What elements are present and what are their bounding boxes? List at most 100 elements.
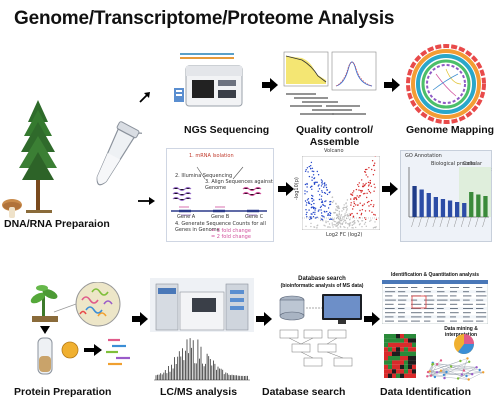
volcano-point: [328, 223, 331, 225]
network-node: [439, 359, 443, 362]
go-bar: [462, 203, 467, 217]
heatmap-cell: [392, 356, 396, 361]
heatmap-cell: [396, 364, 400, 370]
table-cell: [476, 312, 487, 314]
volcano-point: [371, 168, 373, 171]
table-cell: [463, 312, 471, 314]
volcano-point: [307, 198, 310, 200]
volcano-point: [321, 180, 323, 182]
volcano-point: [306, 186, 308, 188]
volcano-point: [366, 196, 368, 199]
heatmap-cell: [384, 356, 388, 361]
network-edge: [427, 372, 484, 377]
volcano-point: [319, 194, 321, 196]
volcano-point: [331, 222, 333, 224]
heatmap-cell: [408, 342, 412, 348]
go-bar-tick-label: [461, 216, 465, 228]
table-cell: [476, 291, 486, 293]
volcano-point: [337, 223, 339, 226]
db-panel-subtitle: (bioinformatic analysis of MS data): [280, 283, 364, 289]
table-cell: [385, 320, 394, 322]
volcano-point: [370, 185, 372, 187]
table-cell: [437, 287, 444, 288]
table-cell: [424, 299, 435, 301]
volcano-point: [364, 192, 366, 195]
table-cell: [450, 312, 459, 314]
heatmap-cell: [392, 347, 396, 352]
heatmap-cell: [388, 364, 392, 370]
network-node: [459, 359, 462, 363]
network-node: [442, 373, 446, 377]
heatmap-cell: [396, 334, 400, 339]
volcano-point: [329, 191, 331, 193]
table-cell: [437, 312, 445, 314]
rnaseq-step3: 3. Align Sequences against Genome: [205, 179, 273, 191]
volcano-point: [337, 222, 339, 224]
volcano-point: [321, 215, 323, 217]
volcano-point: [361, 204, 364, 207]
table-cell: [411, 291, 422, 293]
heatmap-cell: [412, 373, 416, 378]
heatmap-cell: [400, 360, 404, 365]
volcano-point: [337, 206, 339, 208]
volcano-point: [336, 213, 338, 215]
volcano-point: [338, 210, 341, 213]
heatmap-cell: [408, 338, 412, 343]
heatmap-cell: [408, 373, 412, 378]
volcano-point: [304, 183, 307, 186]
table-row: [383, 315, 487, 319]
volcano-point: [360, 191, 362, 193]
volcano-point: [321, 181, 323, 184]
heatmap-cell: [396, 351, 400, 356]
volcano-point: [323, 192, 326, 194]
volcano-point: [368, 200, 370, 203]
volcano-point: [354, 222, 356, 224]
heatmap-cell: [392, 351, 396, 356]
heatmap-cell: [388, 351, 392, 356]
network-node: [426, 375, 429, 378]
volcano-point: [311, 170, 313, 172]
network-edge: [429, 364, 433, 372]
dna-rna-prep-label: DNA/RNA Preparaion: [4, 218, 110, 230]
volcano-point: [366, 201, 369, 204]
volcano-point: [336, 209, 339, 212]
heatmap-cell: [404, 338, 408, 343]
tube-icon: [96, 121, 142, 186]
volcano-point: [320, 218, 323, 220]
data-id-top-title: Identification & Quantitation analysis: [390, 272, 480, 278]
volcano-point: [332, 226, 334, 228]
volcano-point: [352, 215, 355, 217]
heatmap-cell: [412, 347, 416, 352]
volcano-point: [321, 183, 323, 185]
heatmap-cell: [408, 360, 412, 365]
heatmap-cell: [404, 364, 408, 370]
table-cell: [437, 316, 446, 318]
genome-mapping-label: Genome Mapping: [406, 124, 495, 136]
volcano-point: [345, 222, 347, 224]
heatmap-cell: [412, 369, 416, 374]
volcano-point: [304, 200, 307, 202]
page-title: Genome/Transcriptome/Proteome Analysis: [14, 8, 395, 29]
network-edge: [430, 375, 469, 380]
protein-preparation-illustration: [30, 282, 130, 375]
volcano-point: [364, 210, 367, 212]
volcano-point: [346, 209, 348, 211]
volcano-point: [313, 226, 315, 228]
table-cell: [450, 316, 456, 318]
volcano-point: [319, 206, 322, 209]
network-edge: [429, 371, 447, 373]
table-row: [383, 311, 487, 315]
volcano-point: [331, 218, 333, 220]
volcano-point: [364, 217, 366, 219]
heatmap-cell: [392, 334, 396, 339]
volcano-point: [333, 219, 335, 221]
table-cell: [385, 303, 394, 305]
go-bar: [419, 189, 424, 217]
table-cell: [398, 316, 405, 318]
table-cell: [398, 287, 408, 288]
volcano-point: [329, 218, 331, 221]
arrow-right-icon: [384, 78, 400, 92]
rnaseq-step4: 4. Generate Sequence Counts for all Gene…: [175, 221, 266, 233]
volcano-point: [312, 174, 315, 176]
go-bar-tick-label: [411, 216, 415, 228]
